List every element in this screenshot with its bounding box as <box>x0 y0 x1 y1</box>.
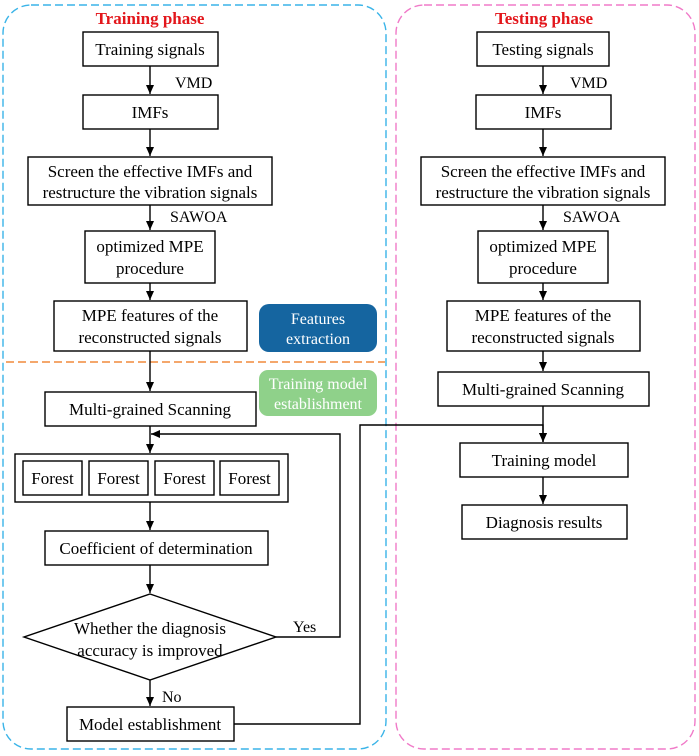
training-tag-line2: establishment <box>274 396 363 413</box>
decision-line1: Whether the diagnosis <box>74 619 226 638</box>
testing-phase-container <box>395 4 696 750</box>
diagnosis-results-box <box>461 504 628 540</box>
forest-box-2 <box>88 460 149 496</box>
testing-signals-label: Testing signals <box>492 40 593 59</box>
testing-screen-box <box>420 156 666 206</box>
testing-imfs-box <box>475 94 612 130</box>
testing-signals-box <box>476 31 610 67</box>
training-signals-box <box>82 31 219 67</box>
testing-scanning-label: Multi-grained Scanning <box>462 380 624 399</box>
coefficient-box <box>44 530 269 566</box>
testing-features-line1: MPE features of the <box>475 306 611 325</box>
training-screen-line1: Screen the effective IMFs and <box>48 162 253 181</box>
training-screen-line2: restructure the vibration signals <box>43 183 258 202</box>
testing-phase-title: Testing phase <box>495 9 594 28</box>
training-screen-box <box>27 156 273 206</box>
training-mpe-box <box>84 230 216 284</box>
coefficient-label: Coefficient of determination <box>59 539 253 558</box>
training-tag-line1: Training model <box>269 376 368 393</box>
forest-label-2: Forest <box>97 469 140 488</box>
diagnosis-results-label: Diagnosis results <box>486 513 603 532</box>
testing-vmd-label: VMD <box>570 75 607 92</box>
yes-loop-arrow <box>151 430 341 638</box>
training-signals-label: Training signals <box>95 40 204 59</box>
training-features-line2: reconstructed signals <box>78 328 221 347</box>
testing-features-line2: reconstructed signals <box>471 328 614 347</box>
features-extraction-tag <box>259 304 377 352</box>
testing-mpe-box <box>477 230 609 284</box>
training-phase-title: Training phase <box>96 9 205 28</box>
training-imfs-label: IMFs <box>132 103 169 122</box>
model-establishment-label: Model establishment <box>79 715 221 734</box>
training-model-box <box>459 442 629 478</box>
forest-label-1: Forest <box>31 469 74 488</box>
testing-screen-line1: Screen the effective IMFs and <box>441 162 646 181</box>
forest-label-3: Forest <box>163 469 206 488</box>
forest-box-4 <box>219 460 280 496</box>
training-sawoa-label: SAWOA <box>170 209 228 226</box>
testing-scanning-box <box>437 371 650 407</box>
testing-imfs-label: IMFs <box>525 103 562 122</box>
training-model-label: Training model <box>492 451 597 470</box>
yes-label: Yes <box>293 619 316 636</box>
no-label: No <box>162 689 182 706</box>
forest-box-3 <box>154 460 215 496</box>
testing-sawoa-label: SAWOA <box>563 209 621 226</box>
features-tag-line1: Features <box>291 311 345 328</box>
forest-label-4: Forest <box>228 469 271 488</box>
decision-line2: accuracy is improved <box>77 641 223 660</box>
training-mpe-line1: optimized MPE <box>96 237 203 256</box>
model-establishment-box <box>66 706 235 742</box>
training-phase-container <box>2 4 387 750</box>
training-model-tag <box>259 370 377 416</box>
training-scanning-label: Multi-grained Scanning <box>69 400 231 419</box>
training-vmd-label: VMD <box>175 75 212 92</box>
training-mpe-line2: procedure <box>116 259 184 278</box>
testing-screen-line2: restructure the vibration signals <box>436 183 651 202</box>
testing-mpe-line1: optimized MPE <box>489 237 596 256</box>
training-features-line1: MPE features of the <box>82 306 218 325</box>
testing-mpe-line2: procedure <box>509 259 577 278</box>
features-tag-line2: extraction <box>286 331 350 348</box>
forest-box-1 <box>22 460 83 496</box>
training-scanning-box <box>44 391 257 427</box>
